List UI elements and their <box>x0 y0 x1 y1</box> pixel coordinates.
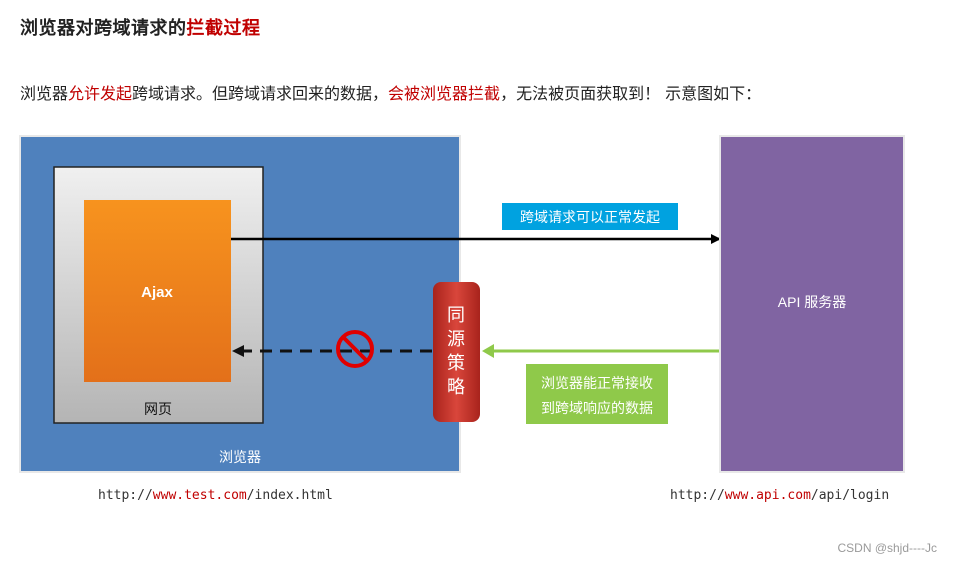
policy-char-1: 同 <box>447 305 465 326</box>
ajax-box <box>84 200 231 382</box>
policy-char-2: 源 <box>447 329 465 350</box>
heading-prefix: 浏览器对跨域请求的 <box>20 18 187 39</box>
request-label-box <box>502 203 678 230</box>
policy-char-4: 略 <box>447 377 465 398</box>
request-label: 跨域请求可以正常发起 <box>520 209 660 225</box>
response-label-line2: 到跨域响应的数据 <box>541 400 653 416</box>
policy-char-3: 策 <box>447 353 465 374</box>
response-arrow-head <box>482 344 494 358</box>
browser-url-prefix: http:// <box>98 488 153 503</box>
desc-part2: 跨域请求。但跨域请求回来的数据， <box>132 84 389 103</box>
browser-url-path: /index.html <box>246 488 333 503</box>
api-url: http://www.api.com/api/login <box>670 488 889 503</box>
desc-red2: 会被浏览器拦截 <box>388 84 501 103</box>
desc-red1: 允许发起 <box>68 84 133 103</box>
webpage-label: 网页 <box>144 401 172 417</box>
desc-part1: 浏览器 <box>20 84 69 103</box>
browser-url: http://www.test.com/index.html <box>98 488 333 503</box>
ajax-label: Ajax <box>141 284 173 301</box>
description-paragraph: 浏览器允许发起跨域请求。但跨域请求回来的数据，会被浏览器拦截，无法被页面获取到！… <box>20 80 761 104</box>
csdn-watermark: CSDN @shjd----Jc <box>837 541 937 555</box>
page-heading: 浏览器对跨域请求的拦截过程 <box>20 14 261 40</box>
same-origin-policy-pill <box>433 282 480 422</box>
api-server-label: API 服务器 <box>778 294 846 310</box>
api-server-panel <box>719 135 905 473</box>
api-url-path: /api/login <box>810 488 890 503</box>
response-label-box <box>526 364 668 424</box>
api-url-domain: www.api.com <box>724 488 811 503</box>
desc-part3: ，无法被页面获取到！ 示意图如下： <box>500 84 762 103</box>
browser-label: 浏览器 <box>219 449 261 465</box>
api-url-prefix: http:// <box>670 488 725 503</box>
response-label-line1: 浏览器能正常接收 <box>541 375 653 391</box>
browser-url-domain: www.test.com <box>152 488 247 503</box>
blocked-icon <box>336 330 374 368</box>
blocked-arrow-head <box>232 345 244 357</box>
heading-highlight: 拦截过程 <box>186 18 261 39</box>
